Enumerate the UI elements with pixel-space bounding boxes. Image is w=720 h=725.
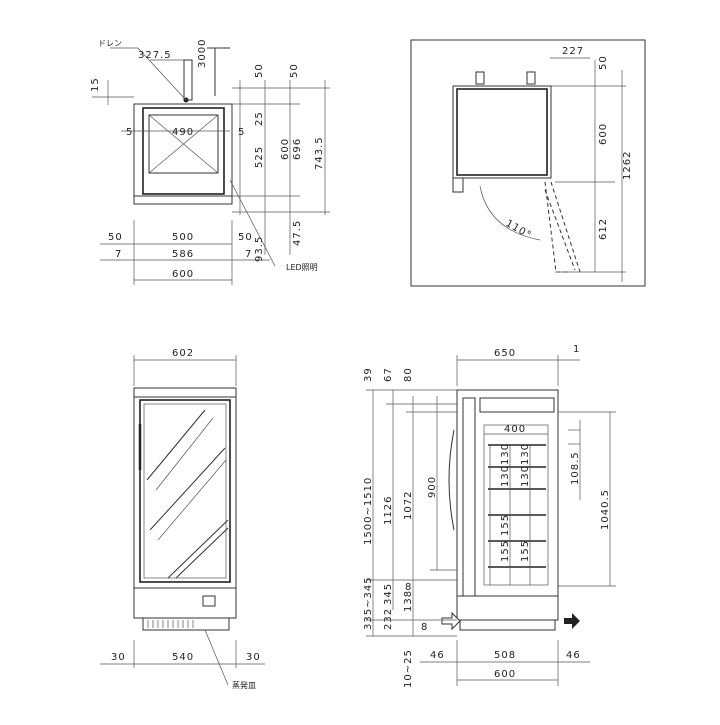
dim-1126: 1126 bbox=[383, 496, 394, 525]
side-section-view: 650 1 bbox=[363, 344, 616, 688]
dim-490: 490 bbox=[172, 127, 194, 138]
dim-232: 232 bbox=[383, 608, 394, 630]
shelf-pitch-130-1: 130 bbox=[500, 443, 511, 465]
dim-50b: 50 bbox=[289, 63, 300, 78]
dim-227: 227 bbox=[562, 46, 584, 57]
led-label: LED照明 bbox=[286, 263, 318, 272]
dim-650: 650 bbox=[494, 348, 516, 359]
storage-area bbox=[483, 424, 549, 586]
shelf-pitch-130-2: 130 bbox=[520, 443, 531, 465]
shelf-pitch-130-3: 130 bbox=[500, 465, 511, 487]
dim-30-right: 30 bbox=[246, 652, 261, 663]
dim-600: 600 bbox=[494, 669, 516, 680]
dim-743: 743.5 bbox=[314, 136, 325, 170]
top-unit bbox=[479, 397, 555, 413]
dim-10-25: 10~25 bbox=[403, 649, 414, 688]
dim-525: 525 bbox=[254, 146, 265, 168]
top-view-door bbox=[133, 195, 233, 205]
dim-138: 138 bbox=[403, 590, 414, 612]
dim-3000: 3000 bbox=[197, 39, 208, 68]
glass-door bbox=[139, 399, 231, 583]
dim-7-right: 7 bbox=[245, 249, 252, 260]
airflow-out-arrow bbox=[564, 613, 580, 629]
top-view-inner-box bbox=[148, 114, 219, 174]
drain-label: ドレン bbox=[98, 39, 122, 48]
dim-67: 67 bbox=[383, 367, 394, 382]
dim-5-right: 5 bbox=[238, 127, 245, 138]
front-badge bbox=[202, 595, 216, 607]
glass-reflection-2 bbox=[167, 519, 229, 579]
door-view-body bbox=[452, 85, 552, 179]
front-view: 602 蒸発皿 30 540 30 bbox=[100, 348, 265, 690]
dim-500: 500 bbox=[172, 232, 194, 243]
swing-angle: 110° bbox=[504, 218, 534, 242]
dim-345: 345 bbox=[383, 583, 394, 605]
dim-335-345: 335~345 bbox=[363, 576, 374, 630]
top-view-inner bbox=[142, 107, 225, 195]
evaporator-label: 蒸発皿 bbox=[232, 680, 256, 690]
dim-46-left: 46 bbox=[430, 650, 445, 661]
shelf-pitch-130-4: 130 bbox=[520, 465, 531, 487]
glass-reflection-1 bbox=[146, 409, 226, 531]
top-view: ドレン 327.5 3000 15 50 50 5 490 5 25 525 6… bbox=[90, 39, 330, 285]
drain-pipe bbox=[183, 59, 193, 101]
dim-586: 586 bbox=[172, 249, 194, 260]
dim-39: 39 bbox=[363, 367, 374, 382]
dim-600: 600 bbox=[598, 123, 609, 145]
side-handle bbox=[448, 429, 455, 531]
dim-612: 612 bbox=[598, 218, 609, 240]
dim-1500: 1500~1510 bbox=[363, 477, 374, 545]
dim-5-left: 5 bbox=[126, 127, 133, 138]
shelves bbox=[488, 444, 546, 568]
dim-400: 400 bbox=[504, 424, 526, 435]
shelf-pitch-155-1: 155 bbox=[500, 514, 511, 536]
dim-50: 50 bbox=[598, 55, 609, 70]
machine-compartment bbox=[133, 587, 237, 619]
dim-1040: 1040.5 bbox=[600, 489, 611, 530]
dim-47: 47.5 bbox=[292, 220, 303, 246]
dim-8-upper: 8 bbox=[405, 582, 412, 593]
side-base bbox=[456, 595, 559, 621]
dim-7-left: 7 bbox=[115, 249, 122, 260]
dim-15: 15 bbox=[90, 77, 101, 92]
dim-30-left: 30 bbox=[111, 652, 126, 663]
door-view-frame bbox=[410, 39, 646, 287]
dim-50-right: 50 bbox=[238, 232, 253, 243]
door-view-inner bbox=[456, 88, 548, 176]
top-cap bbox=[133, 387, 237, 398]
dim-1: 1 bbox=[573, 344, 580, 355]
dim-508: 508 bbox=[494, 650, 516, 661]
dim-93: 93.5 bbox=[254, 236, 265, 262]
dim-8-lower: 8 bbox=[421, 622, 428, 633]
dim-696: 696 bbox=[292, 138, 303, 160]
shelf-pitch-155-3: 155 bbox=[520, 540, 531, 562]
dim-327: 327.5 bbox=[138, 50, 172, 61]
dim-50a: 50 bbox=[254, 63, 265, 78]
dim-1072: 1072 bbox=[403, 491, 414, 520]
dim-540: 540 bbox=[172, 652, 194, 663]
dim-46-right: 46 bbox=[566, 650, 581, 661]
shelf-pitch-155-2: 155 bbox=[500, 540, 511, 562]
swing-arc bbox=[479, 185, 541, 241]
side-door bbox=[462, 397, 476, 597]
dim-1262: 1262 bbox=[622, 151, 633, 180]
cabinet-outline bbox=[133, 387, 237, 589]
dim-602: 602 bbox=[172, 348, 194, 359]
door-open-outline bbox=[544, 181, 570, 273]
dim-108: 108.5 bbox=[570, 451, 581, 485]
dim-900: 900 bbox=[427, 476, 438, 498]
airflow-in-arrow bbox=[441, 611, 461, 631]
door-swing-view: 227 50 600 1262 612 110° bbox=[410, 39, 646, 287]
dim-80: 80 bbox=[403, 367, 414, 382]
evaporator-tray bbox=[142, 617, 230, 631]
dim-600-horizontal: 600 bbox=[172, 269, 194, 280]
dim-25: 25 bbox=[254, 111, 265, 126]
dim-600-vertical: 600 bbox=[280, 138, 291, 160]
dim-50-left: 50 bbox=[108, 232, 123, 243]
